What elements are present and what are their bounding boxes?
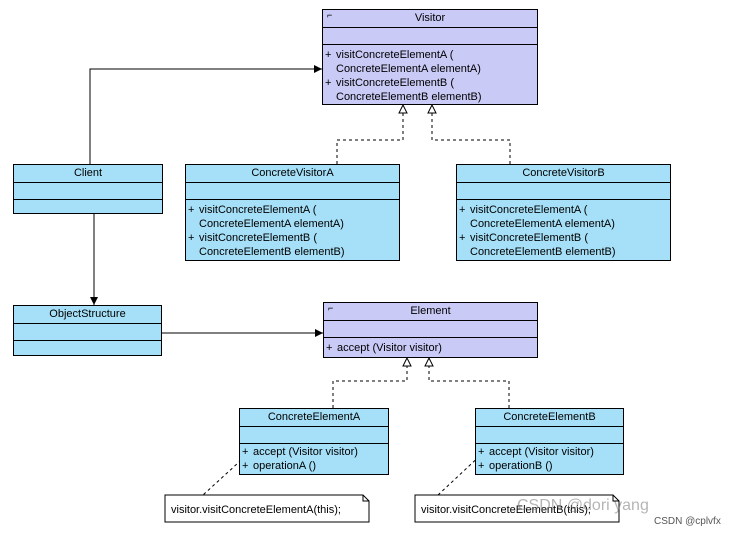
visibility-marker: + [325,49,332,61]
client-class[interactable]: Client [13,164,163,214]
watermark-corner: CSDN @cplvfx [654,516,721,527]
visibility-marker: + [478,446,485,458]
op-line: accept (Visitor visitor) [337,342,442,354]
client-attributes [14,183,162,200]
op-line: visitConcreteElementA ( [199,204,317,216]
concretevisitorb-realization [431,113,511,164]
concreteelementb-realization-arrowhead [424,356,434,367]
op-line: visitConcreteElementB ( [470,232,588,244]
concrete-element-a-operations: + accept (Visitor visitor) + operationA … [240,444,388,473]
op-line: ConcreteElementB elementB) [336,91,482,103]
concrete-element-a-attributes [240,427,388,444]
op-line: accept (Visitor visitor) [253,446,358,458]
client-class-name: Client [14,165,162,183]
concrete-visitor-a-class[interactable]: ConcreteVisitorA + visitConcreteElementA… [185,164,400,261]
visitor-op-b: + visitConcreteElementB ( ConcreteElement… [325,76,535,104]
visibility-marker: + [188,204,195,216]
interface-stereotype-icon: ⌐ [328,303,334,313]
op-line: ConcreteElementA elementA) [199,218,344,230]
visibility-marker: + [242,446,249,458]
note-b-shape [414,494,620,523]
concrete-visitor-a-op-a: + visitConcreteElementA ( ConcreteElement… [188,203,397,231]
concreteelementb-realization [428,366,510,408]
element-op-accept: + accept (Visitor visitor) [326,341,535,355]
client-visitor-arrowhead [314,65,322,73]
objectstructure-element-arrowhead [315,329,323,337]
note-a[interactable]: visitor.visitConcreteElementA(this); [166,496,362,521]
object-structure-attributes [14,324,161,341]
op-line: ConcreteElementB elementB) [199,246,345,258]
visitor-op-a: + visitConcreteElementA ( ConcreteElement… [325,48,535,76]
client-visitor-association [89,68,322,164]
concrete-element-b-op-accept: + accept (Visitor visitor) [478,445,621,459]
op-line: visitConcreteElementA ( [470,204,588,216]
visibility-marker: + [325,77,332,89]
op-line: visitConcreteElementA ( [336,49,454,61]
concrete-visitor-b-op-b: + visitConcreteElementB ( ConcreteElement… [459,231,668,259]
visitor-operations: + visitConcreteElementA ( ConcreteElement… [323,45,537,104]
visitor-name-text: Visitor [414,12,446,24]
concreteelementa-realization [332,366,408,408]
concrete-element-b-op-operation: + operationB () [478,459,621,473]
op-line: ConcreteElementA elementA) [470,218,615,230]
op-line: ConcreteElementA elementA) [336,63,481,75]
note-a-anchor [202,451,251,496]
concrete-element-a-name: ConcreteElementA [240,409,388,427]
note-b[interactable]: visitor.visitConcreteElementB(this); [416,496,612,521]
concrete-element-a-op-operation: + operationA () [242,459,386,473]
element-operations: + accept (Visitor visitor) [324,338,537,355]
concretevisitorb-realization-arrowhead [427,103,437,114]
note-b-text: visitor.visitConcreteElementB(this); [421,504,591,516]
visibility-marker: + [478,460,485,472]
concrete-visitor-b-class[interactable]: ConcreteVisitorB + visitConcreteElementA… [456,164,671,261]
concrete-visitor-b-name: ConcreteVisitorB [457,165,670,183]
concrete-visitor-b-attributes [457,183,670,200]
interface-stereotype-icon: ⌐ [327,10,333,20]
concrete-visitor-b-operations: + visitConcreteElementA ( ConcreteElement… [457,200,670,259]
op-line: visitConcreteElementB ( [199,232,317,244]
visibility-marker: + [188,232,195,244]
note-a-text: visitor.visitConcreteElementA(this); [171,504,341,516]
concrete-visitor-a-operations: + visitConcreteElementA ( ConcreteElement… [186,200,399,259]
element-attributes [324,321,537,338]
concrete-visitor-a-op-b: + visitConcreteElementB ( ConcreteElement… [188,231,397,259]
concrete-element-b-attributes [476,427,623,444]
watermark-main: CSDN @dori yang [517,497,649,514]
concretevisitora-realization [336,113,404,164]
visitor-class-name: ⌐ Visitor [323,10,537,28]
concrete-element-a-class[interactable]: ConcreteElementA + accept (Visitor visit… [239,408,389,475]
concretevisitora-realization-arrowhead [398,103,408,114]
concrete-element-b-name: ConcreteElementB [476,409,623,427]
visibility-marker: + [459,232,466,244]
visibility-marker: + [326,342,333,354]
concrete-element-b-operations: + accept (Visitor visitor) + operationB … [476,444,623,473]
object-structure-name: ObjectStructure [14,306,161,324]
client-objectstructure-arrowhead [90,297,98,305]
op-line: operationA () [253,460,316,472]
op-line: accept (Visitor visitor) [489,446,594,458]
concrete-visitor-a-name: ConcreteVisitorA [186,165,399,183]
concreteelementa-realization-arrowhead [402,356,412,367]
object-structure-class[interactable]: ObjectStructure [13,305,162,356]
element-name-text: Element [410,305,451,317]
visitor-attributes [323,28,537,45]
concrete-visitor-b-op-a: + visitConcreteElementA ( ConcreteElement… [459,203,668,231]
visibility-marker: + [459,204,466,216]
visitor-class[interactable]: ⌐ Visitor + visitConcreteElementA ( Concr… [322,9,538,105]
visibility-marker: + [242,460,249,472]
element-class[interactable]: ⌐ Element + accept (Visitor visitor) [323,302,538,358]
op-line: visitConcreteElementB ( [336,77,454,89]
element-class-name: ⌐ Element [324,303,537,321]
note-a-shape [164,494,370,523]
concrete-element-a-op-accept: + accept (Visitor visitor) [242,445,386,459]
note-b-anchor [437,451,485,496]
op-line: operationB () [489,460,553,472]
concrete-visitor-a-attributes [186,183,399,200]
op-line: ConcreteElementB elementB) [470,246,616,258]
concrete-element-b-class[interactable]: ConcreteElementB + accept (Visitor visit… [475,408,624,475]
